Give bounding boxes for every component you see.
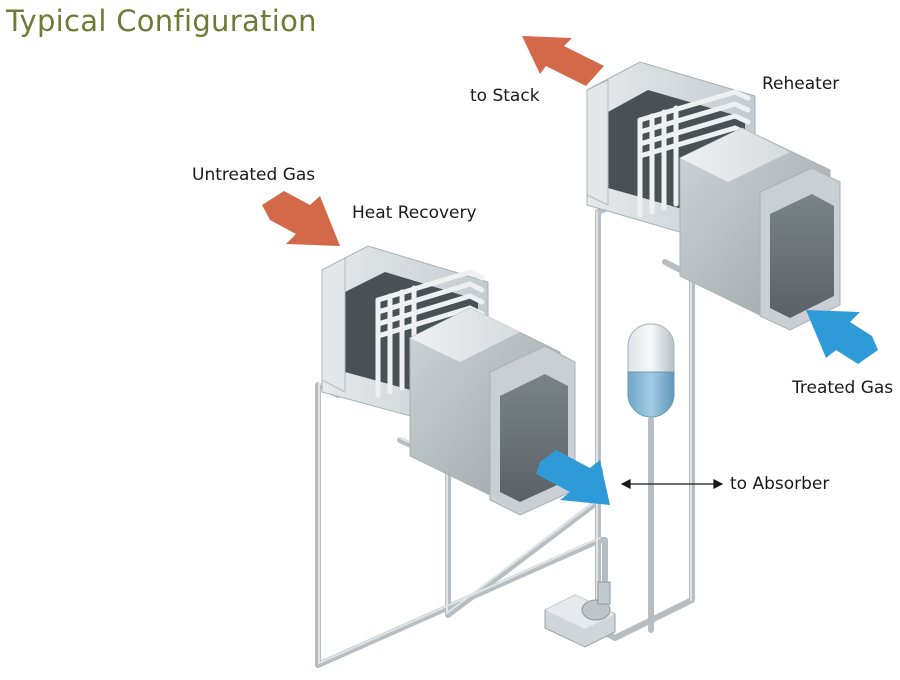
page-title: Typical Configuration [6,4,317,38]
pump [544,581,616,648]
heat-recovery-unit [321,245,576,516]
untreated-gas-arrow [262,191,340,246]
label-heat-recovery: Heat Recovery [352,203,477,223]
label-to-stack: to Stack [470,86,540,106]
reheater-tubes [637,89,751,218]
to-absorber-arrow [536,450,610,505]
expansion-tank [627,323,675,418]
label-to-absorber: to Absorber [730,474,830,494]
absorber-pointer [620,479,724,489]
label-untreated-gas: Untreated Gas [192,165,316,185]
pipe-loop-outer [315,382,608,668]
treated-gas-arrow [806,310,878,364]
label-treated-gas: Treated Gas [792,378,894,398]
to-stack-arrow [522,36,604,86]
reheater-unit [586,61,841,331]
label-reheater: Reheater [762,74,840,94]
